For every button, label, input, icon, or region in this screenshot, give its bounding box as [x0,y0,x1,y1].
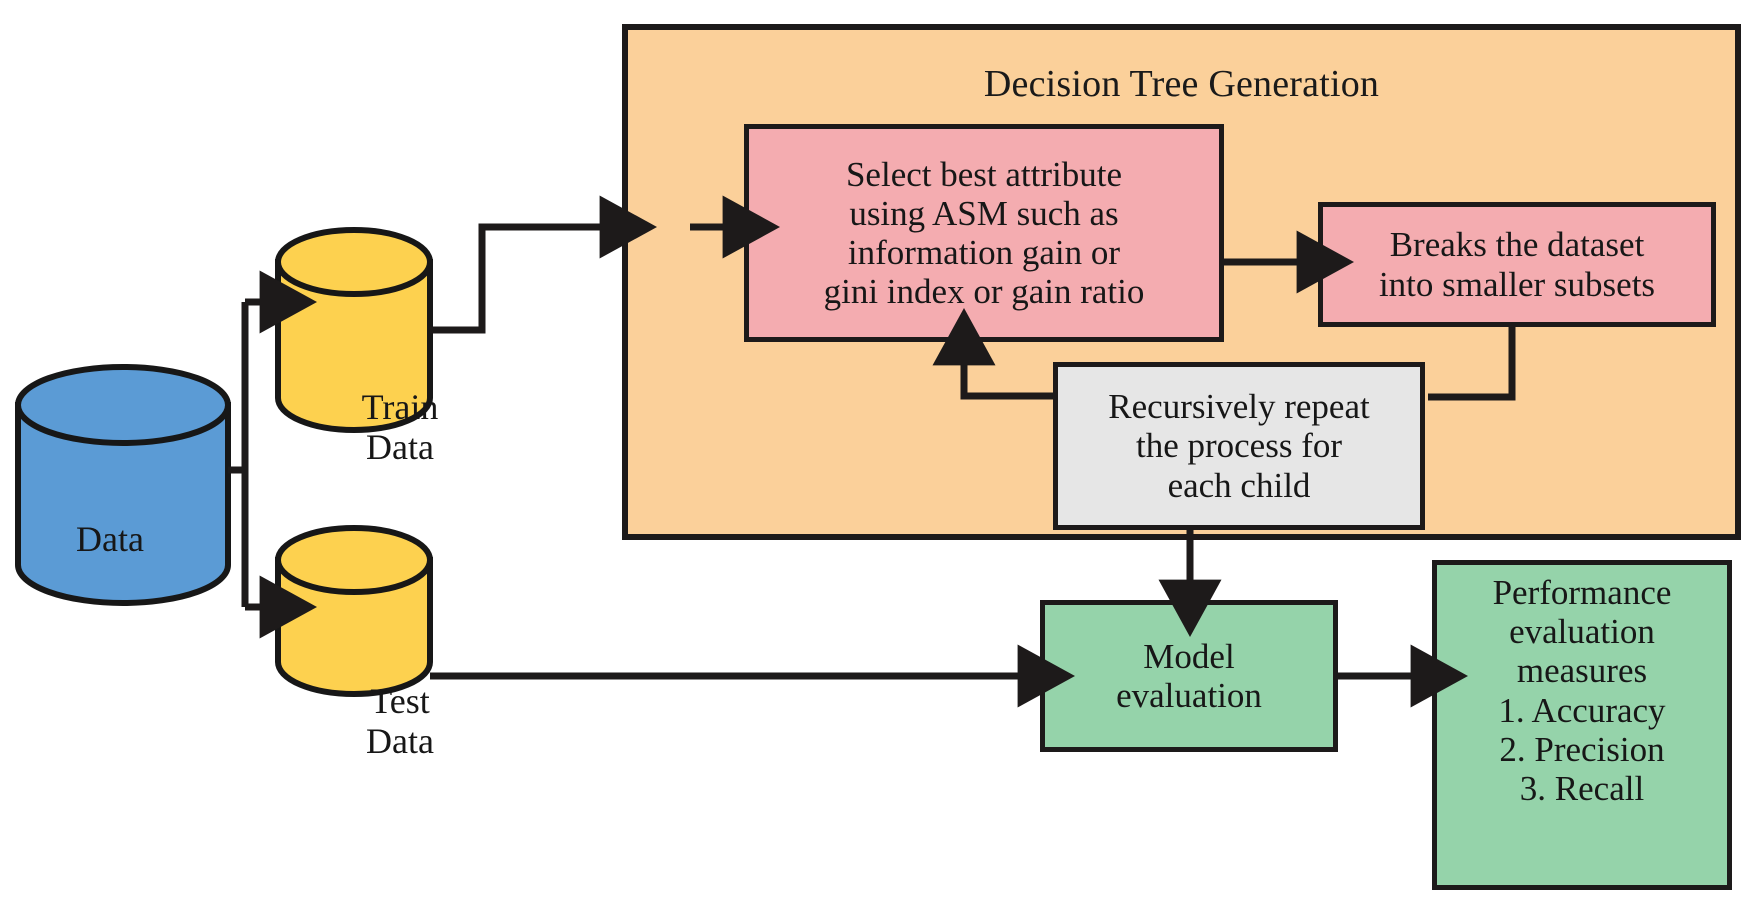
breaks-line-2: into smaller subsets [1378,264,1656,304]
select-line-2: using ASM such as [849,193,1119,233]
perf-line-1: Performance [1492,573,1672,612]
edge-recursive-to-select [932,308,1053,400]
model-line-2: evaluation [1116,676,1262,715]
perf-item-3: 3. Recall [1519,768,1645,808]
select-line-3: information gain or [847,233,1121,272]
perf-item-1: 1. Accuracy [1498,690,1666,730]
perf-line-2: evaluation [1509,612,1655,652]
recursive-line-2: the process for [1135,426,1343,466]
performance-measures-box: Performance evaluation measures 1. Accur… [1432,560,1732,890]
recursively-repeat-box: Recursively repeat the process for each … [1053,362,1425,530]
perf-line-3: measures [1516,651,1648,691]
recursive-line-1: Recursively repeat [1108,387,1370,427]
recursive-line-3: each child [1167,465,1311,505]
test-data-cylinder [275,525,433,697]
edge-breaks-to-recursive [1428,327,1516,401]
perf-item-2: 2. Precision [1499,729,1665,769]
edge-train-to-container [430,195,657,334]
edge-data-split [228,302,249,607]
breaks-dataset-box: Breaks the dataset into smaller subsets [1318,202,1716,327]
select-line-1: Select best attribute [845,154,1122,194]
train-data-cylinder [275,227,433,433]
data-cylinder [15,364,231,606]
model-line-1: Model [1143,636,1235,676]
breaks-line-1: Breaks the dataset [1389,225,1645,265]
decision-tree-generation-title: Decision Tree Generation [983,63,1380,105]
select-line-4: gini index or gain ratio [823,272,1145,312]
